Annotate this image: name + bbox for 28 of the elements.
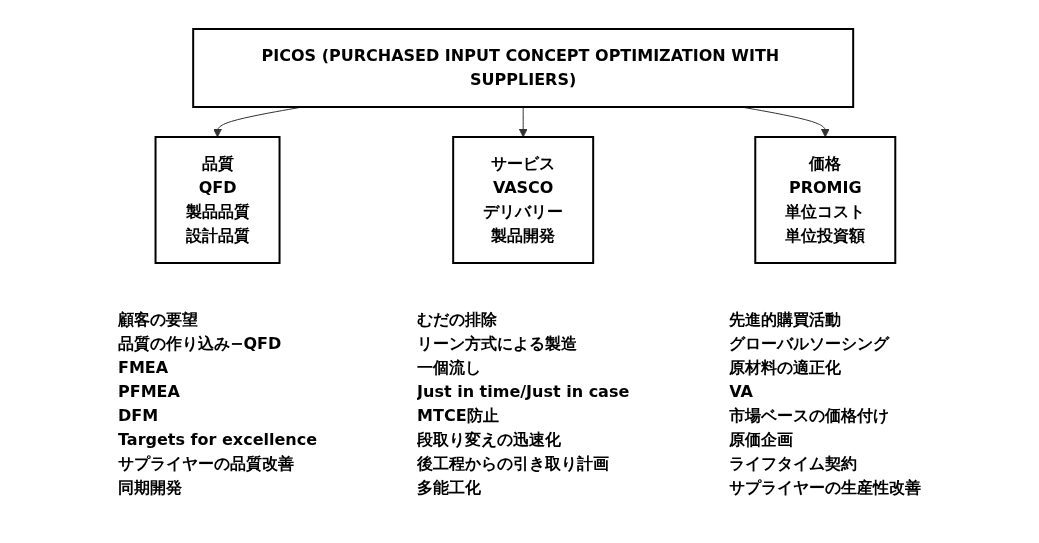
node-label: 市場ベースの価格付け (729, 405, 890, 425)
node-label: サプライヤーの生産性改善 (729, 477, 922, 497)
node-label: MTCE防止 (416, 405, 499, 425)
node-label: 原価企画 (729, 429, 794, 449)
node-label: 後工程からの引き取り計画 (416, 453, 609, 473)
node-label: 一個流し (416, 357, 481, 377)
node-box: サービス VASCO デリバリー 製品開発 (452, 135, 595, 264)
node-box: PICOS (PURCHASED INPUT CONCEPT OPTIMIZATION WITH SUPPLIERS) (192, 27, 855, 108)
node-label: FMEA (117, 357, 169, 377)
node-label: 同期開発 (117, 477, 182, 497)
node-label: 先進的購買活動 (729, 309, 842, 329)
node-label: むだの排除 (416, 309, 497, 329)
node-label: 品質の作り込み−QFD (117, 333, 282, 353)
node-label: VA (729, 381, 753, 401)
node-label: PFMEA (117, 381, 180, 401)
node-label: グローバルソーシング (729, 333, 890, 353)
node-label: サプライヤーの品質改善 (117, 453, 294, 473)
node-box: 品質 QFD 製品品質 設計品質 (154, 135, 281, 264)
node-box: 価格 PROMIG 単位コスト 単位投資額 (754, 135, 897, 264)
node-label: 顧客の要望 (117, 309, 198, 329)
node-label: DFM (117, 405, 158, 425)
node-label: 多能工化 (416, 477, 481, 497)
node-label: ライフタイム契約 (729, 453, 858, 473)
node-label: 段取り変えの迅速化 (416, 429, 561, 449)
node-label: Targets for excellence (117, 429, 317, 449)
arrow (518, 106, 528, 137)
node-label: リーン方式による製造 (416, 333, 577, 353)
node-label: 原材料の適正化 (729, 357, 842, 377)
